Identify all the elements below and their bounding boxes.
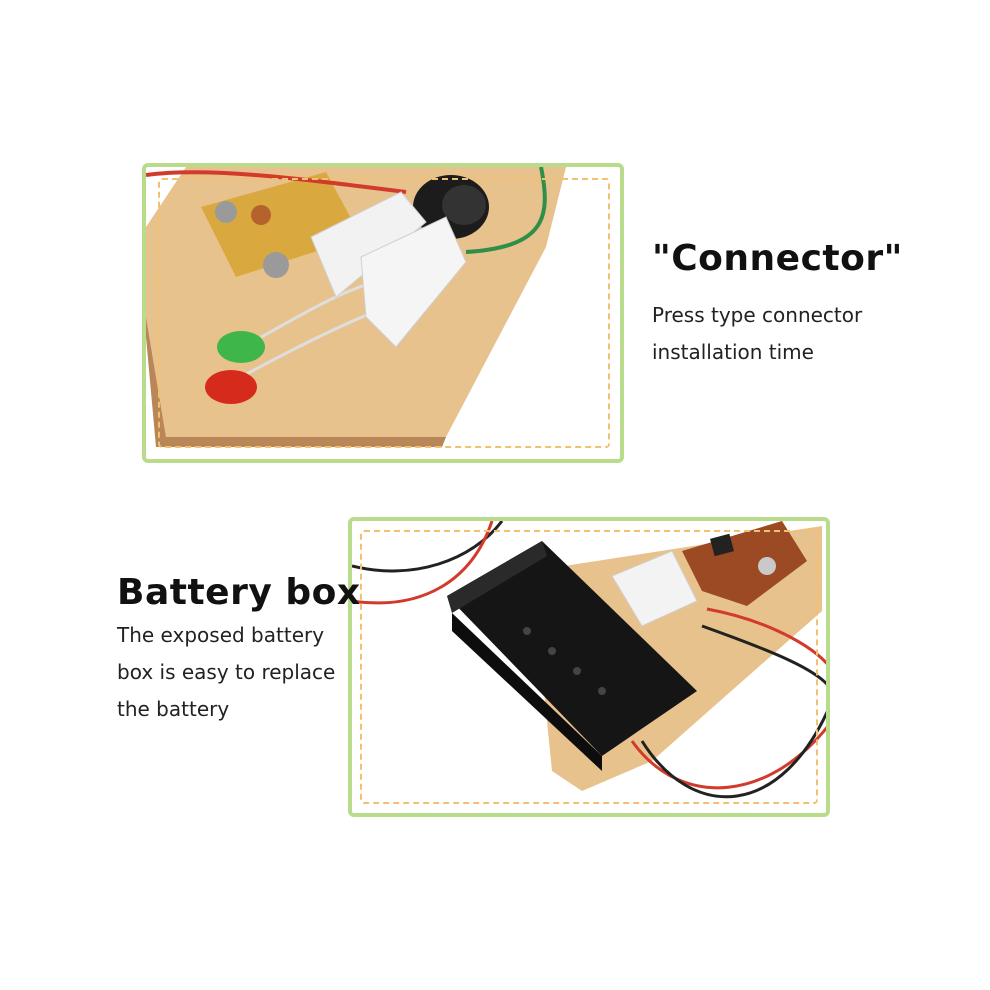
battery-box-photo <box>348 517 830 817</box>
battery-title: Battery box <box>117 572 361 613</box>
connector-photo-illustration <box>146 167 566 447</box>
battery-box-photo-illustration <box>352 521 826 799</box>
press-connector <box>611 550 698 627</box>
connector-description: Press type connector installation time <box>652 297 862 371</box>
battery-desc-line-1: The exposed battery <box>117 623 325 647</box>
green-led <box>217 331 265 363</box>
press-connector-2 <box>360 216 467 348</box>
connector-desc-line-1: Press type connector <box>652 303 863 327</box>
red-led <box>205 370 257 404</box>
battery-box <box>447 541 697 756</box>
pcb-board <box>201 172 361 277</box>
connector-title: "Connector" <box>652 238 903 279</box>
connector-photo <box>142 163 624 463</box>
connector-desc-line-2: installation time <box>652 340 814 364</box>
battery-description: The exposed battery box is easy to repla… <box>117 617 335 728</box>
battery-desc-line-3: the battery <box>117 697 230 721</box>
press-connector-1 <box>310 191 427 298</box>
battery-desc-line-2: box is easy to replace <box>117 660 336 684</box>
